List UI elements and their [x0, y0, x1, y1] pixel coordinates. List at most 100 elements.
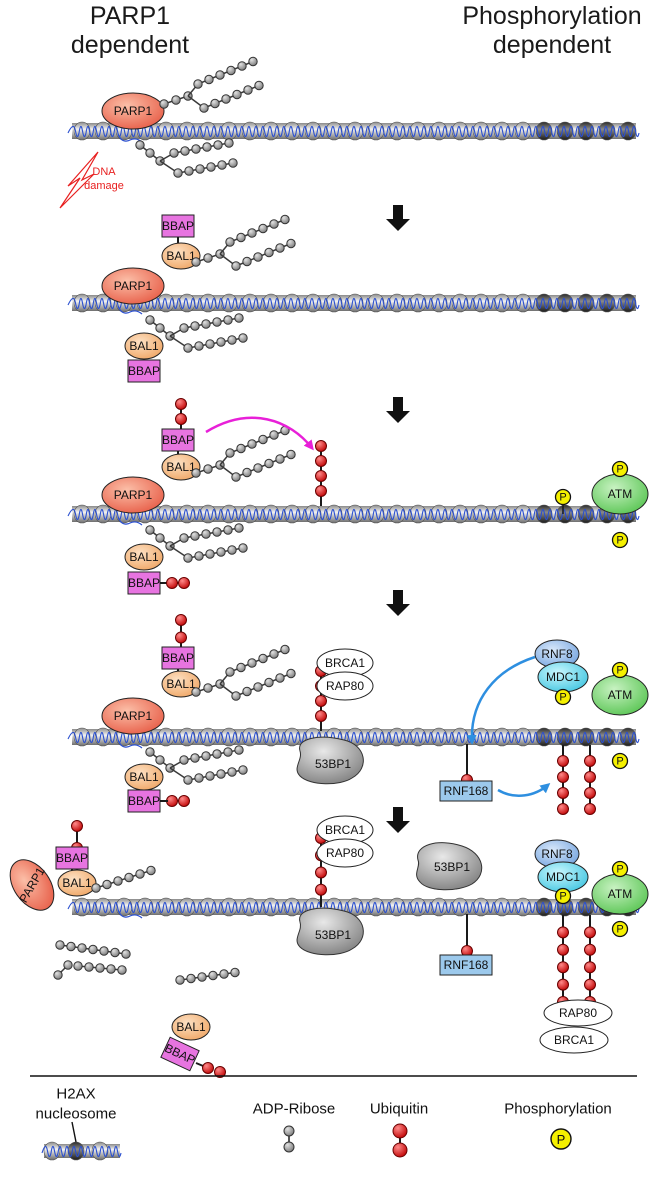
bbap-row2-bottom: BBAP [127, 359, 161, 383]
legend-h2ax-label-2: nucleosome [36, 1106, 117, 1123]
phospho-row4-atm: P [611, 661, 629, 679]
par-row3-bottom-lower-adp [183, 553, 193, 563]
par-row5-free3-adp [106, 964, 116, 974]
bal1-row2-bottom-label: BAL1 [129, 339, 159, 353]
nucleosome [43, 1141, 61, 1161]
ub-bbap-row4-ub [175, 631, 187, 644]
par-row2-bottom-lower-adp [205, 339, 215, 349]
atm-row4-label: ATM [608, 688, 632, 702]
bal1-row4-bottom-label: BAL1 [129, 770, 159, 784]
protein-layer: PARP1DNAdamageBBAPBAL1PARP1BAL1BBAPBBAPB… [9, 56, 649, 1161]
par-row4-bottom-lower-adp [227, 767, 237, 777]
dna-strand [67, 731, 640, 744]
bal1-row5-top-shape [57, 869, 97, 897]
header-right-line1: Phosphorylation [462, 2, 642, 30]
par-row2-bottom-upper-adp [234, 313, 244, 323]
parp1-row1-label: PARP1 [114, 104, 153, 118]
par-row1-bottom-adp [135, 140, 145, 150]
par-row5-free1-adp [121, 949, 131, 959]
step-arrow-1 [386, 205, 410, 231]
par-row4-bottom-lower-adp [183, 775, 193, 785]
par-row1-bottom-lower-adp [173, 168, 183, 178]
bp53-row5-lower-label: 53BP1 [315, 928, 351, 942]
par-row3-bottom-upper-adp [212, 527, 222, 537]
ubiquitinate-arrow-blue [497, 783, 551, 797]
legend-phospho-circle [550, 1128, 572, 1150]
bp53-row5-lower-shape [296, 907, 364, 956]
par-row2-top-adp [191, 257, 201, 267]
par-row2-top-upper-adp [236, 232, 246, 243]
par-row5-bottom-adp [208, 970, 218, 981]
phospho-circle [554, 688, 572, 706]
ub-row3-bbap-bottom [178, 577, 190, 589]
par-row5-free3-adp [95, 963, 105, 973]
header-left-line1: PARP1 [89, 2, 171, 30]
par-row4-bottom-lower-adp [216, 769, 226, 779]
phospho-label: P [616, 756, 623, 768]
dna-strand [67, 508, 640, 521]
par-row2-bottom-lower-adp [238, 333, 248, 343]
phospho-label: P [559, 692, 566, 704]
dna-break-end [117, 516, 143, 526]
chromatin-row-2 [67, 293, 640, 315]
par-row3-top-upper-adp [269, 430, 279, 440]
brca1-row4: BRCA1 [316, 648, 374, 678]
ub-h2a-row5-ub [315, 866, 327, 879]
phospho-label: P [616, 665, 623, 677]
par-row1-bottom-lower-adp [195, 164, 205, 174]
legend-phospho-p: P [557, 1132, 566, 1147]
par-row1-bottom-upper-adp [180, 146, 190, 156]
chromatin-row-1 [67, 121, 640, 143]
par-row5-free3-adp [84, 962, 94, 972]
rnf168-row5-shape [439, 954, 493, 976]
legend-ub-dot [392, 1123, 408, 1139]
rap80-row5-shape [316, 838, 374, 868]
par-row5-short-adp [113, 876, 123, 886]
par-row5-short-adp [91, 883, 101, 893]
par-row1-top-lower-adp [221, 94, 231, 104]
rap80-row4: RAP80 [316, 671, 374, 701]
legend-adp-dot [283, 1125, 295, 1137]
bp53-row5-upper-label: 53BP1 [434, 860, 470, 874]
mdc1-row4: MDC1 [537, 661, 589, 693]
par-row2-bottom-lower-adp [227, 335, 237, 345]
par-row3-bottom-adp [145, 525, 155, 535]
par-row3-bottom-upper-adp [201, 529, 211, 539]
par-row3-top-lower-adp [264, 458, 274, 469]
bal1-row4-top-shape [161, 670, 201, 698]
bbap-row2-top-label: BBAP [162, 219, 194, 233]
par-row3-bottom-upper-adp [190, 531, 200, 541]
phospho-label: P [616, 924, 623, 936]
legend-pointer [71, 1121, 77, 1143]
par-row3-top-upper-adp [236, 443, 246, 454]
parp1-row3-shape [101, 476, 165, 514]
bbap-row2-top: BBAP [161, 214, 195, 238]
par-row3-bottom-upper-adp [234, 523, 244, 533]
par-row4-bottom-adp [145, 747, 155, 757]
chromatin-row-3 [67, 504, 640, 526]
ub-h2a-row3-ub [315, 470, 327, 482]
par-row2-top-upper-adp [280, 214, 290, 225]
bbap-row3-top-label: BBAP [162, 433, 194, 447]
ub-row4-bbap-bottom [178, 795, 190, 807]
par-row2-bottom-adp [145, 315, 155, 325]
bbap-row2-bottom-label: BBAP [128, 364, 160, 378]
par-row1-top-lower-adp [243, 85, 253, 95]
ub-h2ax-row4-a-ub [557, 803, 569, 815]
par-row3-top-lower-adp [231, 472, 241, 482]
ub-h2a-row3-ub [315, 485, 327, 497]
step-arrow-4 [386, 807, 410, 833]
dna-strand [67, 297, 640, 310]
par-row4-bottom-upper-adp [201, 751, 211, 761]
par-row3-top-upper-adp [258, 434, 268, 445]
rap80-row5-bottom-label: RAP80 [559, 1006, 597, 1020]
bbap-row4-bottom-label: BBAP [128, 794, 160, 808]
bal1-row3-bottom-label: BAL1 [129, 550, 159, 564]
par-row1-top-lower-adp [199, 103, 209, 113]
par-row3-bottom-adp [155, 533, 165, 543]
ub-h2ax-row4-a-ub [557, 755, 569, 767]
bp53-row4-label: 53BP1 [315, 757, 351, 771]
dna-damage-label-1: DNA [92, 166, 116, 178]
dna-damage-label-2: damage [84, 180, 124, 192]
par-row2-top-upper-adp [258, 223, 268, 234]
